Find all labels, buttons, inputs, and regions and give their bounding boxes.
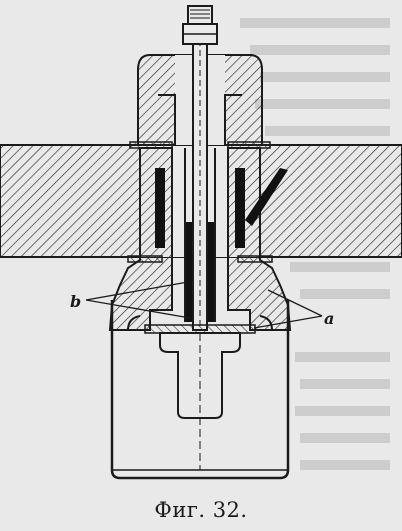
center-stud bbox=[182, 5, 218, 331]
label-a: a bbox=[324, 309, 334, 328]
lower-gaskets bbox=[127, 255, 273, 263]
background-text-ghosts bbox=[240, 18, 390, 470]
leader-lines bbox=[85, 281, 323, 329]
cement-seals bbox=[155, 168, 288, 322]
lower-washer bbox=[144, 324, 256, 334]
label-b: b bbox=[70, 292, 81, 311]
figure-caption: Фиг. 32. bbox=[154, 498, 248, 522]
lower-terminal bbox=[159, 332, 241, 470]
